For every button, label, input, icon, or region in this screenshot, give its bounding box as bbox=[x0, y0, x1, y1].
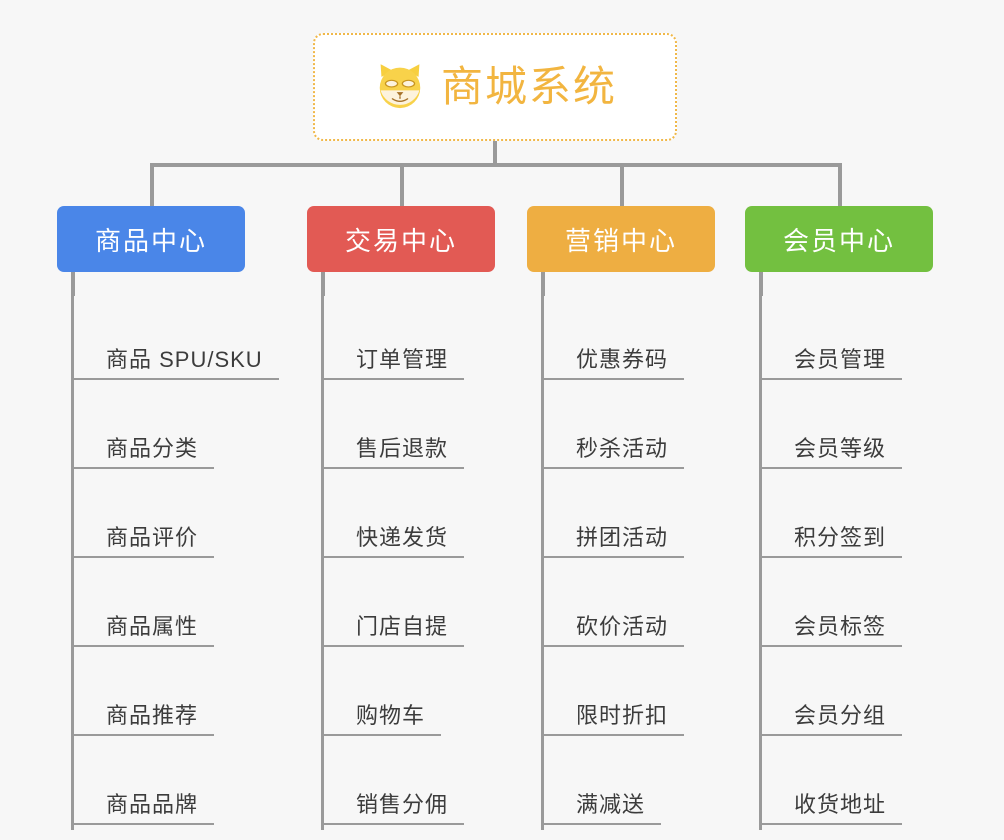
list-item[interactable]: 商品评价 bbox=[74, 474, 245, 563]
list-item[interactable]: 秒杀活动 bbox=[544, 385, 715, 474]
item-list-member-center: 会员管理 会员等级 积分签到 会员标签 会员分组 收货地址 bbox=[759, 296, 933, 830]
connector-horizontal-bus bbox=[150, 163, 840, 167]
column-member-center: 会员中心 会员管理 会员等级 积分签到 会员标签 会员分组 收货地址 bbox=[745, 206, 933, 830]
connector-root-stem bbox=[493, 141, 497, 165]
item-list-trade-center: 订单管理 售后退款 快递发货 门店自提 购物车 销售分佣 bbox=[321, 296, 495, 830]
list-item-label: 快递发货 bbox=[324, 525, 465, 558]
list-item[interactable]: 订单管理 bbox=[324, 296, 495, 385]
category-header-label: 交易中心 bbox=[344, 225, 457, 256]
list-item-label: 门店自提 bbox=[324, 614, 465, 647]
category-header-marketing-center[interactable]: 营销中心 bbox=[527, 206, 715, 272]
root-node[interactable]: 商城系统 bbox=[313, 33, 677, 141]
list-item-label: 秒杀活动 bbox=[544, 436, 685, 469]
list-item-label: 销售分佣 bbox=[324, 792, 465, 825]
list-item-label: 商品属性 bbox=[74, 614, 215, 647]
list-item-label: 会员分组 bbox=[762, 703, 903, 736]
list-item-label: 售后退款 bbox=[324, 436, 465, 469]
list-item-label: 会员标签 bbox=[762, 614, 903, 647]
connector-drop-marketing-center bbox=[620, 163, 624, 206]
list-item-label: 收货地址 bbox=[762, 792, 903, 825]
column-trade-center: 交易中心 订单管理 售后退款 快递发货 门店自提 购物车 销售分佣 bbox=[307, 206, 495, 830]
list-item-label: 满减送 bbox=[544, 792, 662, 825]
list-item[interactable]: 会员分组 bbox=[762, 652, 933, 741]
connector-drop-trade-center bbox=[400, 163, 404, 206]
list-item[interactable]: 商品分类 bbox=[74, 385, 245, 474]
list-item[interactable]: 优惠券码 bbox=[544, 296, 715, 385]
connector-header-stem-product-center bbox=[71, 272, 75, 296]
category-header-label: 会员中心 bbox=[782, 225, 895, 256]
item-list-product-center: 商品 SPU/SKU 商品分类 商品评价 商品属性 商品推荐 商品品牌 bbox=[71, 296, 279, 830]
list-item-label: 商品 SPU/SKU bbox=[74, 347, 279, 380]
list-item[interactable]: 商品推荐 bbox=[74, 652, 245, 741]
connector-header-stem-trade-center bbox=[321, 272, 325, 296]
list-item[interactable]: 会员管理 bbox=[762, 296, 933, 385]
list-item-label: 商品分类 bbox=[74, 436, 215, 469]
list-item-label: 订单管理 bbox=[324, 347, 465, 380]
list-item[interactable]: 拼团活动 bbox=[544, 474, 715, 563]
category-header-member-center[interactable]: 会员中心 bbox=[745, 206, 933, 272]
list-item[interactable]: 售后退款 bbox=[324, 385, 495, 474]
connector-drop-member-center bbox=[838, 163, 842, 206]
list-item[interactable]: 满减送 bbox=[544, 741, 715, 830]
list-item[interactable]: 会员等级 bbox=[762, 385, 933, 474]
category-header-trade-center[interactable]: 交易中心 bbox=[307, 206, 495, 272]
category-header-label: 商品中心 bbox=[94, 225, 207, 256]
list-item-label: 拼团活动 bbox=[544, 525, 685, 558]
category-header-label: 营销中心 bbox=[564, 225, 677, 256]
list-item[interactable]: 收货地址 bbox=[762, 741, 933, 830]
item-list-marketing-center: 优惠券码 秒杀活动 拼团活动 砍价活动 限时折扣 满减送 bbox=[541, 296, 715, 830]
list-item-label: 会员等级 bbox=[762, 436, 903, 469]
list-item[interactable]: 购物车 bbox=[324, 652, 495, 741]
list-item[interactable]: 销售分佣 bbox=[324, 741, 495, 830]
list-item[interactable]: 快递发货 bbox=[324, 474, 495, 563]
connector-header-stem-member-center bbox=[759, 272, 763, 296]
category-header-product-center[interactable]: 商品中心 bbox=[57, 206, 245, 272]
list-item[interactable]: 砍价活动 bbox=[544, 563, 715, 652]
connector-drop-product-center bbox=[150, 163, 154, 206]
list-item-label: 积分签到 bbox=[762, 525, 903, 558]
root-title: 商城系统 bbox=[440, 63, 617, 110]
list-item-label: 砍价活动 bbox=[544, 614, 685, 647]
list-item-label: 限时折扣 bbox=[544, 703, 685, 736]
list-item[interactable]: 门店自提 bbox=[324, 563, 495, 652]
list-item-label: 商品评价 bbox=[74, 525, 215, 558]
list-item[interactable]: 限时折扣 bbox=[544, 652, 715, 741]
list-item[interactable]: 积分签到 bbox=[762, 474, 933, 563]
column-marketing-center: 营销中心 优惠券码 秒杀活动 拼团活动 砍价活动 限时折扣 满减送 bbox=[527, 206, 715, 830]
list-item-label: 商品推荐 bbox=[74, 703, 215, 736]
shiba-dog-icon bbox=[379, 64, 421, 109]
list-item[interactable]: 会员标签 bbox=[762, 563, 933, 652]
list-item-label: 商品品牌 bbox=[74, 792, 215, 825]
list-item-label: 优惠券码 bbox=[544, 347, 685, 380]
list-item-label: 购物车 bbox=[324, 703, 442, 736]
column-product-center: 商品中心 商品 SPU/SKU 商品分类 商品评价 商品属性 商品推荐 商品品牌 bbox=[57, 206, 279, 830]
list-item[interactable]: 商品品牌 bbox=[74, 741, 245, 830]
connector-header-stem-marketing-center bbox=[541, 272, 545, 296]
list-item[interactable]: 商品 SPU/SKU bbox=[74, 296, 279, 385]
list-item[interactable]: 商品属性 bbox=[74, 563, 245, 652]
list-item-label: 会员管理 bbox=[762, 347, 903, 380]
